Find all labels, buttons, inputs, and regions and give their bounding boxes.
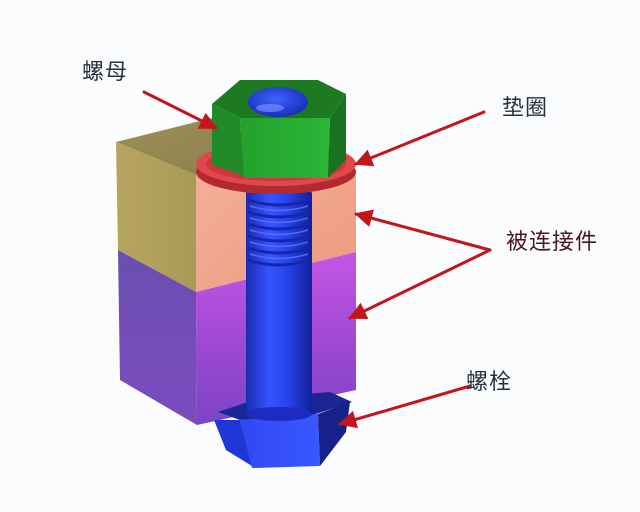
lower-block-left-face — [118, 250, 197, 425]
washer-label: 垫圈 — [502, 96, 549, 121]
upper-block-left-face — [116, 142, 196, 292]
connected-part-lower-arrow — [348, 248, 492, 320]
leader-arrows — [142, 90, 492, 429]
bolt-thread — [247, 198, 311, 267]
nut-right-face — [328, 94, 346, 178]
connected-parts-label: 被连接件 — [506, 230, 599, 255]
nut-front-face — [240, 118, 330, 178]
bolt-label: 螺栓 — [466, 370, 513, 395]
washer-arrow — [354, 110, 486, 167]
nut — [212, 80, 346, 178]
nut-left-face — [212, 104, 244, 176]
bolt-head-front-face — [240, 414, 320, 468]
bolt-arrow — [338, 384, 472, 429]
bolt-tip-dome — [248, 87, 308, 117]
connected-part-upper-arrow — [354, 209, 492, 252]
bolt-shaft — [246, 190, 312, 421]
nut-label: 螺母 — [82, 60, 129, 85]
nut-arrow — [142, 90, 218, 130]
bolt-head-left-face — [214, 420, 252, 466]
